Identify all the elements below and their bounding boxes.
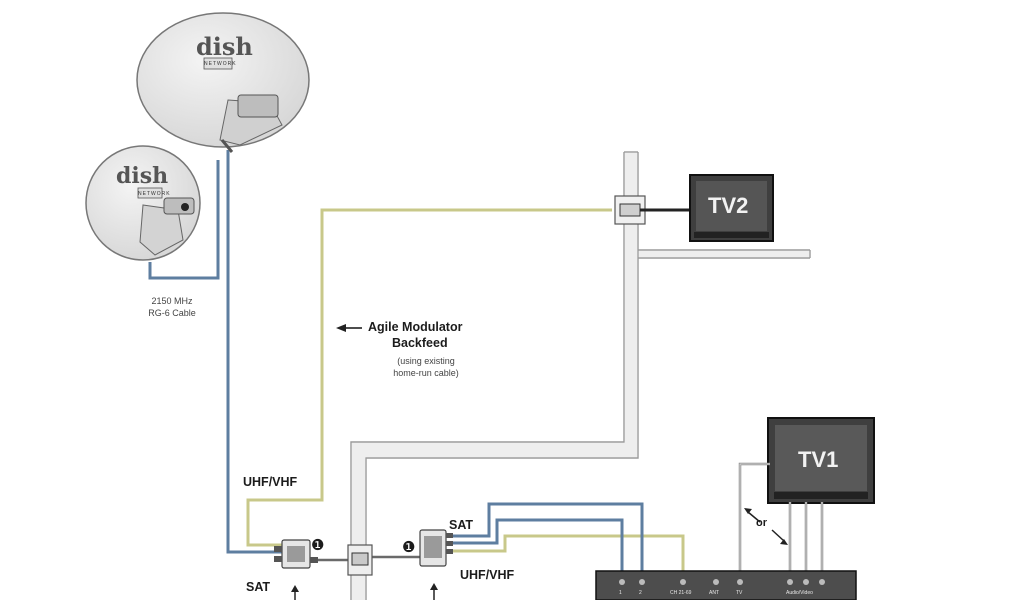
wall-plate-center — [347, 544, 373, 576]
tv2-label: TV2 — [708, 193, 749, 218]
backfeed-note: (using existing home-run cable) — [380, 355, 472, 379]
cable-note-line1: 2150 MHz — [151, 296, 193, 306]
house-walls — [350, 151, 811, 600]
tv1-label: TV1 — [798, 447, 839, 472]
sat-left-label: SAT — [246, 580, 271, 594]
marker-right: ❶ — [402, 539, 416, 556]
cable-note-line2: RG-6 Cable — [148, 308, 196, 318]
backfeed-title: Agile Modulator — [368, 320, 463, 334]
wall-plate-tv2 — [614, 195, 692, 225]
backfeed-note-line1: (using existing — [397, 356, 455, 366]
uhf-vhf-left-label: UHF/VHF — [243, 475, 298, 489]
small-dish — [85, 145, 201, 261]
dish-small-brand: dish — [116, 163, 169, 189]
receiver-sat-cables — [444, 502, 644, 578]
dish-large-brand: dish — [196, 32, 253, 61]
diplexer-left — [274, 539, 318, 569]
or-label: or — [756, 517, 767, 529]
receiver-port-tv: TV — [736, 590, 743, 596]
cable-note: 2150 MHz RG-6 Cable — [143, 295, 201, 319]
receiver-port-av: Audio/Video — [786, 590, 813, 596]
receiver-port-ant: ANT — [709, 590, 719, 596]
dish-small-sub: NETWORK — [138, 191, 171, 197]
sat-right-label: SAT — [449, 518, 474, 532]
dish-large-sub: NETWORK — [204, 61, 237, 67]
receiver-port-ch: CH 21-69 — [670, 590, 692, 596]
tv2 — [689, 174, 774, 242]
receiver-port-2: 2 — [639, 590, 642, 596]
receiver-port-1: 1 — [619, 590, 622, 596]
backfeed-title2: Backfeed — [392, 336, 448, 350]
diplexer-right — [419, 529, 453, 567]
backfeed-note-line2: home-run cable) — [393, 368, 459, 378]
marker-left: ❶ — [311, 537, 325, 554]
tv1 — [767, 417, 875, 504]
backfeed-cable — [246, 208, 685, 578]
satellite-cable — [148, 150, 282, 554]
uhf-vhf-right-label: UHF/VHF — [460, 568, 515, 582]
satellite-receiver — [595, 570, 857, 600]
large-dish — [136, 12, 310, 153]
